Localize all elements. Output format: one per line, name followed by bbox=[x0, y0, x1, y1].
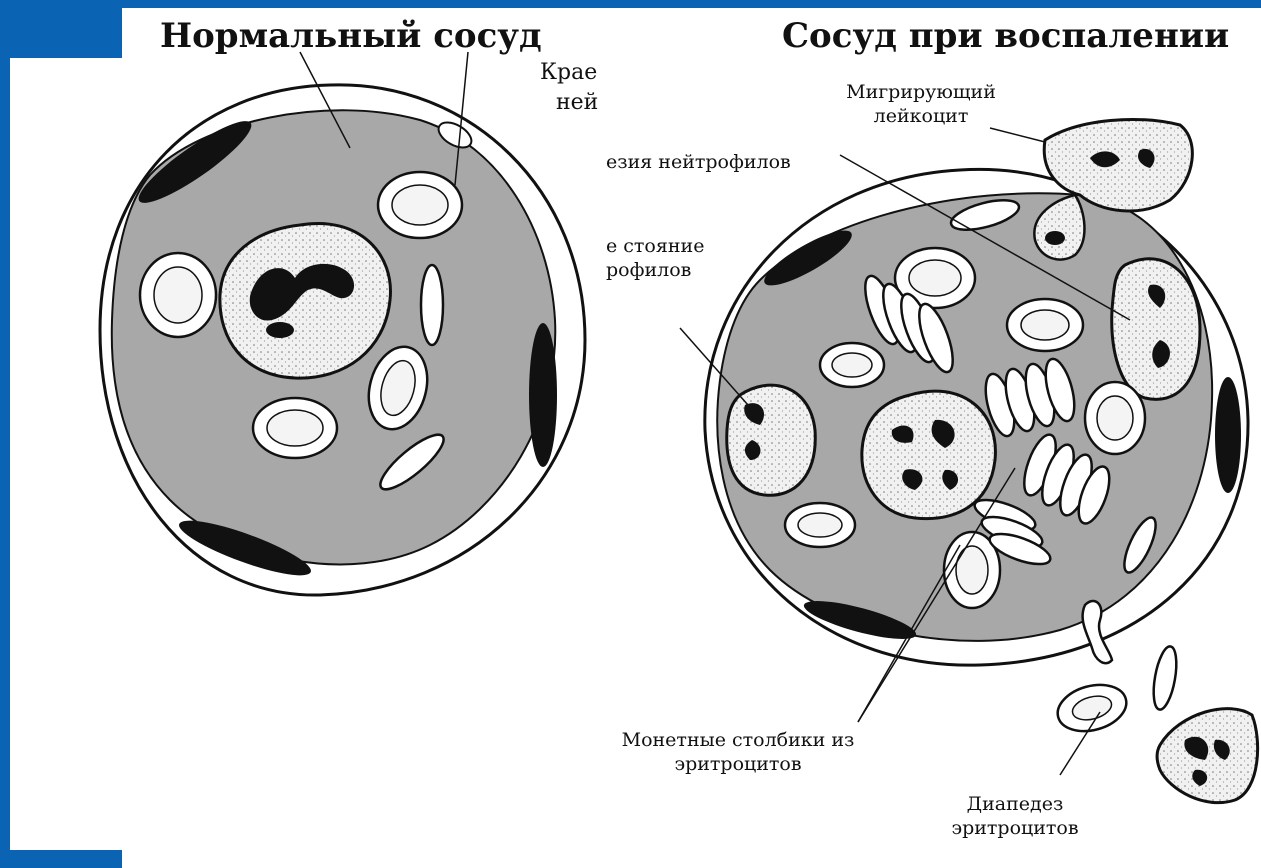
normal-leukocyte bbox=[220, 223, 391, 378]
label-line: Крае bbox=[540, 58, 608, 88]
label-marginal-neutrophils-top: Крае ней bbox=[540, 58, 608, 130]
inflamed-vessel bbox=[680, 120, 1258, 803]
label-line: эритроцитов bbox=[604, 752, 872, 776]
leukocyte-nucleus-lobe bbox=[266, 322, 294, 338]
leader-line bbox=[990, 128, 1045, 142]
label-line: е стояние bbox=[606, 234, 736, 258]
normal-vessel bbox=[100, 52, 585, 595]
erythrocyte bbox=[253, 398, 337, 458]
label-migrating-leukocyte: Мигрирующий лейкоцит bbox=[826, 80, 1016, 128]
erythrocyte bbox=[1007, 299, 1083, 351]
erythrocyte bbox=[820, 343, 884, 387]
diapedesis-erythrocyte bbox=[1150, 645, 1181, 712]
title-inflamed-vessel: Сосуд при воспалении bbox=[782, 16, 1229, 56]
diapedesis-erythrocyte bbox=[1052, 678, 1131, 739]
erythrocyte bbox=[1085, 382, 1145, 454]
label-neutrophil-adhesion: езия нейтрофилов bbox=[606, 150, 836, 174]
label-line: эритроцитов bbox=[950, 816, 1080, 840]
marginal-neutrophil bbox=[1112, 259, 1200, 400]
marginal-neutrophil bbox=[727, 385, 816, 495]
migrating-leukocyte-nucleus bbox=[1045, 231, 1065, 245]
label-line: лейкоцит bbox=[826, 104, 1016, 128]
title-normal-vessel: Нормальный сосуд bbox=[160, 16, 542, 56]
erythrocyte bbox=[140, 253, 216, 337]
label-line: ней bbox=[540, 88, 608, 118]
label-coin-columns: Монетные столбики из эритроцитов bbox=[604, 728, 872, 776]
label-line: Монетные столбики из bbox=[604, 728, 872, 752]
erythrocyte-side bbox=[421, 265, 443, 345]
label-line: Диапедез bbox=[950, 792, 1080, 816]
endothelial-nucleus bbox=[1215, 377, 1241, 493]
central-leukocyte bbox=[862, 391, 996, 518]
endothelial-nucleus bbox=[529, 323, 557, 467]
label-line: Мигрирующий bbox=[826, 80, 1016, 104]
erythrocyte bbox=[785, 503, 855, 547]
extravasated-leukocyte bbox=[1157, 709, 1258, 803]
label-line: рофилов bbox=[606, 258, 736, 282]
label-marginal-standing: е стояние рофилов bbox=[606, 234, 736, 282]
erythrocyte bbox=[378, 172, 462, 238]
label-diapedesis: Диапедез эритроцитов bbox=[950, 792, 1080, 840]
